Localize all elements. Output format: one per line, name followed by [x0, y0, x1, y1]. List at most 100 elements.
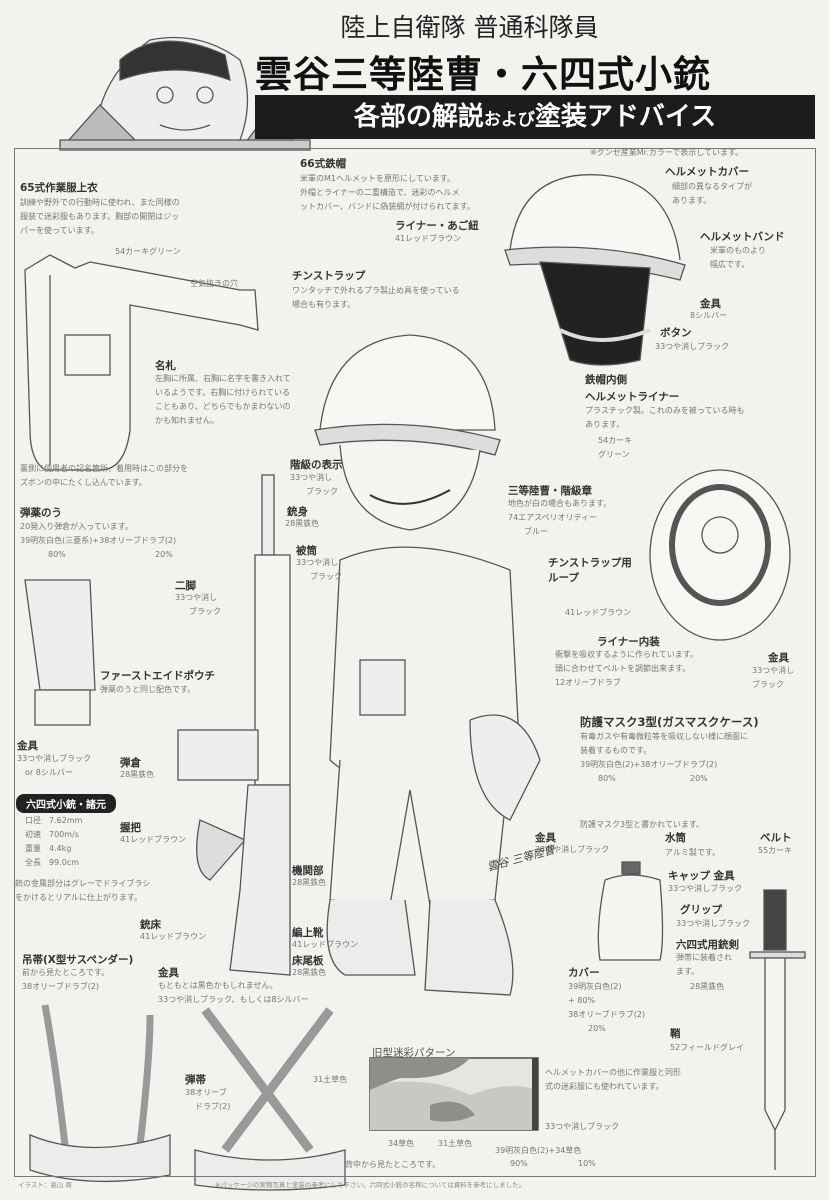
- bipod-label: 二脚: [175, 580, 196, 592]
- rifle-tip: 銃の金属部分はグレーでドライブラシをかけるとリアルに仕上がります。: [15, 879, 151, 902]
- spec-row: 口径 7.62mm: [25, 816, 83, 825]
- chinstrap-desc: ワンタッチで外れるプラ製止め具を使っている場合も有ります。: [292, 286, 460, 309]
- spec-row: 全長 99.0cm: [25, 858, 80, 867]
- camo-color-2: 34草色: [388, 1139, 415, 1148]
- camo-color-4: 39明灰白色(2)+34草色: [495, 1146, 582, 1155]
- belt-label: ベルト: [760, 832, 792, 844]
- gas-mask-note: 防護マスク3型と書かれています。: [580, 820, 705, 829]
- back-view-note: 背中から見たところです。: [345, 1160, 441, 1169]
- helmet-illustration: [504, 174, 686, 366]
- jacket-vent: 空気抜きの穴: [190, 279, 238, 288]
- canteen-cap-color: 33つや消しブラック: [668, 884, 743, 893]
- bayonet-grip-color: 33つや消しブラック: [676, 919, 751, 928]
- gas-fitting-color: 33つや消しブラック: [535, 845, 610, 854]
- suspenders-title: 吊帯(X型サスペンダー): [22, 954, 134, 966]
- chinstrap-label: チンストラップ: [292, 270, 366, 282]
- gas-mask-title: 防護マスク3型(ガスマスクケース): [580, 715, 759, 729]
- gas-mask-desc: 有毒ガスや有毒微粒等を吸収しない様に顔面に装着するものです。39明灰白色(2)+…: [580, 732, 748, 769]
- paint-note: ※グンゼ産業Mr.カラーで表示しています。: [590, 148, 744, 157]
- suspender-fitting-desc: もともとは黒色かもしれません。33つや消しブラック、もしくは8シルバー: [158, 981, 309, 1004]
- camo-pct-1: 90%: [510, 1159, 528, 1168]
- camo-pct-2: 10%: [578, 1159, 596, 1168]
- suspenders-back-illustration: [194, 1007, 346, 1191]
- button-label: ボタン: [660, 327, 692, 339]
- footer-credit: イラスト：高山 周: [18, 1181, 72, 1189]
- content-frame: [14, 148, 816, 1177]
- banner-text: 塗装アドバイス: [534, 102, 717, 132]
- boots-color: 41レッドブラウン: [292, 940, 359, 949]
- suspender-fitting-label: 金具: [158, 967, 179, 979]
- receiver-label: 機関部: [292, 865, 324, 877]
- canteen-title: 水筒: [665, 832, 686, 844]
- specs-table: 口径 7.62mm 初速 700m/s 重量 4.4kg 全長 99.0cm: [25, 814, 82, 870]
- helmet-title: 66式鉄帽: [300, 158, 347, 170]
- handguard-color: 33つや消しブラック: [296, 558, 342, 581]
- rifle-illustration: [177, 474, 291, 976]
- bayonet-grip-label: グリップ: [680, 904, 722, 916]
- jacket-illustration: [24, 254, 259, 471]
- ammo-pouch-illustration: [24, 579, 96, 726]
- camo-color-5: 33つや消しブラック: [545, 1122, 620, 1131]
- bipod-color: 33つや消しブラック: [175, 593, 221, 616]
- bayonet-illustration: [749, 889, 806, 1170]
- camo-color-3: 31土草色: [438, 1139, 473, 1148]
- canteen-cap-label: キャップ 金具: [668, 870, 735, 882]
- liner-inner-desc: 衝撃を吸収するように作られています。頭に合わせてベルトを調節出来ます。12オリー…: [555, 650, 698, 687]
- helmet-liner-color: 54カーキグリーン: [598, 436, 633, 459]
- jacket-note: 裏側に使用者の記名箇所、着用時はこの部分をズボンの中にたくし込んでいます。: [20, 464, 188, 487]
- gas-fitting-label: 金具: [535, 832, 556, 844]
- first-aid-title: ファーストエイドポウチ: [100, 670, 215, 682]
- liner-fitting-label: 金具: [768, 652, 789, 664]
- sheath-color: 52フィールドグレイ: [670, 1043, 745, 1052]
- helmet-cover-label: ヘルメットカバー: [665, 166, 749, 178]
- canteen-illustration: [597, 861, 664, 961]
- handguard-label: 被筒: [296, 545, 317, 557]
- rifle-fitting-label: 金具: [17, 740, 38, 752]
- buttplate-label: 床尾板: [292, 955, 324, 967]
- gas-mask-pct2: 20%: [690, 774, 708, 783]
- first-aid-desc: 弾薬のうと同じ配色です。: [100, 685, 196, 694]
- grip-color: 41レッドブラウン: [120, 835, 187, 844]
- suspenders-desc: 前から見たところです。38オリーブドラブ(2): [22, 968, 110, 991]
- magazine-label: 弾倉: [120, 757, 141, 769]
- camo-pattern-swatch: [369, 1057, 539, 1131]
- barrel-label: 銃身: [287, 506, 308, 518]
- camo-title: 旧型迷彩パターン: [372, 1047, 456, 1059]
- belt-color: 55カーキ: [758, 846, 793, 855]
- nametag-desc: 左胸に所属、右胸に名字を書き入れているようです。右胸に付けられていることもあり、…: [155, 374, 291, 425]
- helmet-cover-desc: 細部の異なるタイプがあります。: [672, 182, 752, 205]
- barrel-color: 28黒鉄色: [285, 519, 320, 528]
- ammo-pouch-pct1: 80%: [48, 550, 66, 559]
- stock-color: 41レッドブラウン: [140, 932, 207, 941]
- rank-insignia-desc: 地色が白の場合もあります。74エアスペリオリティーブルー: [508, 499, 612, 536]
- helmet-desc: 米軍のM1ヘルメットを原形にしています。外帽とライナーの二重構造で、迷彩のヘルメ…: [300, 174, 475, 211]
- canteen-cover-label: カバー: [568, 967, 600, 979]
- soldier-illustration: [314, 334, 541, 996]
- bayonet-guard-color: 28黒鉄色: [690, 982, 725, 991]
- gas-mask-pct1: 80%: [598, 774, 616, 783]
- section-banner: 各部の解説および塗装アドバイス: [255, 95, 815, 139]
- rank-display-title: 階級の表示: [290, 459, 343, 471]
- receiver-color: 28黒鉄色: [292, 878, 327, 887]
- bayonet-desc: 弾帯に装着されます。: [676, 953, 732, 976]
- helmet-liner-label: ヘルメットライナー: [585, 391, 680, 403]
- stock-label: 銃床: [140, 919, 161, 931]
- camo-color-1: 31土草色: [313, 1075, 348, 1084]
- helmet-liner-desc: プラスチック製。これのみを被っている時もあります。: [585, 406, 745, 429]
- ammo-pouch-pct2: 20%: [155, 550, 173, 559]
- jacket-desc: 訓練や野外での行動時に使われ、また同様の服装で迷彩服もあります。胸部の開閉はジッ…: [20, 198, 180, 235]
- canteen-desc: アルミ製です。: [665, 848, 721, 857]
- ammo-pouch-title: 弾薬のう: [20, 507, 62, 519]
- rank-insignia-title: 三等陸曹・階級章: [508, 485, 592, 497]
- helmet-liner-illustration: [649, 469, 791, 641]
- bayonet-title: 六四式用銃剣: [676, 939, 739, 951]
- footer-note: ※パッケージの実物写真と塗装の参考にして下さい。六四式小銃の名称については資料を…: [215, 1181, 526, 1189]
- banner-text-small: および: [483, 110, 535, 130]
- loop-color: 41レッドブラウン: [565, 608, 632, 617]
- helmet-fitting-color: 8シルバー: [690, 311, 728, 320]
- cartridge-belt-label: 弾帯: [185, 1074, 206, 1086]
- grip-label: 握把: [120, 822, 141, 834]
- specs-title: 六四式小銃・諸元: [16, 794, 116, 813]
